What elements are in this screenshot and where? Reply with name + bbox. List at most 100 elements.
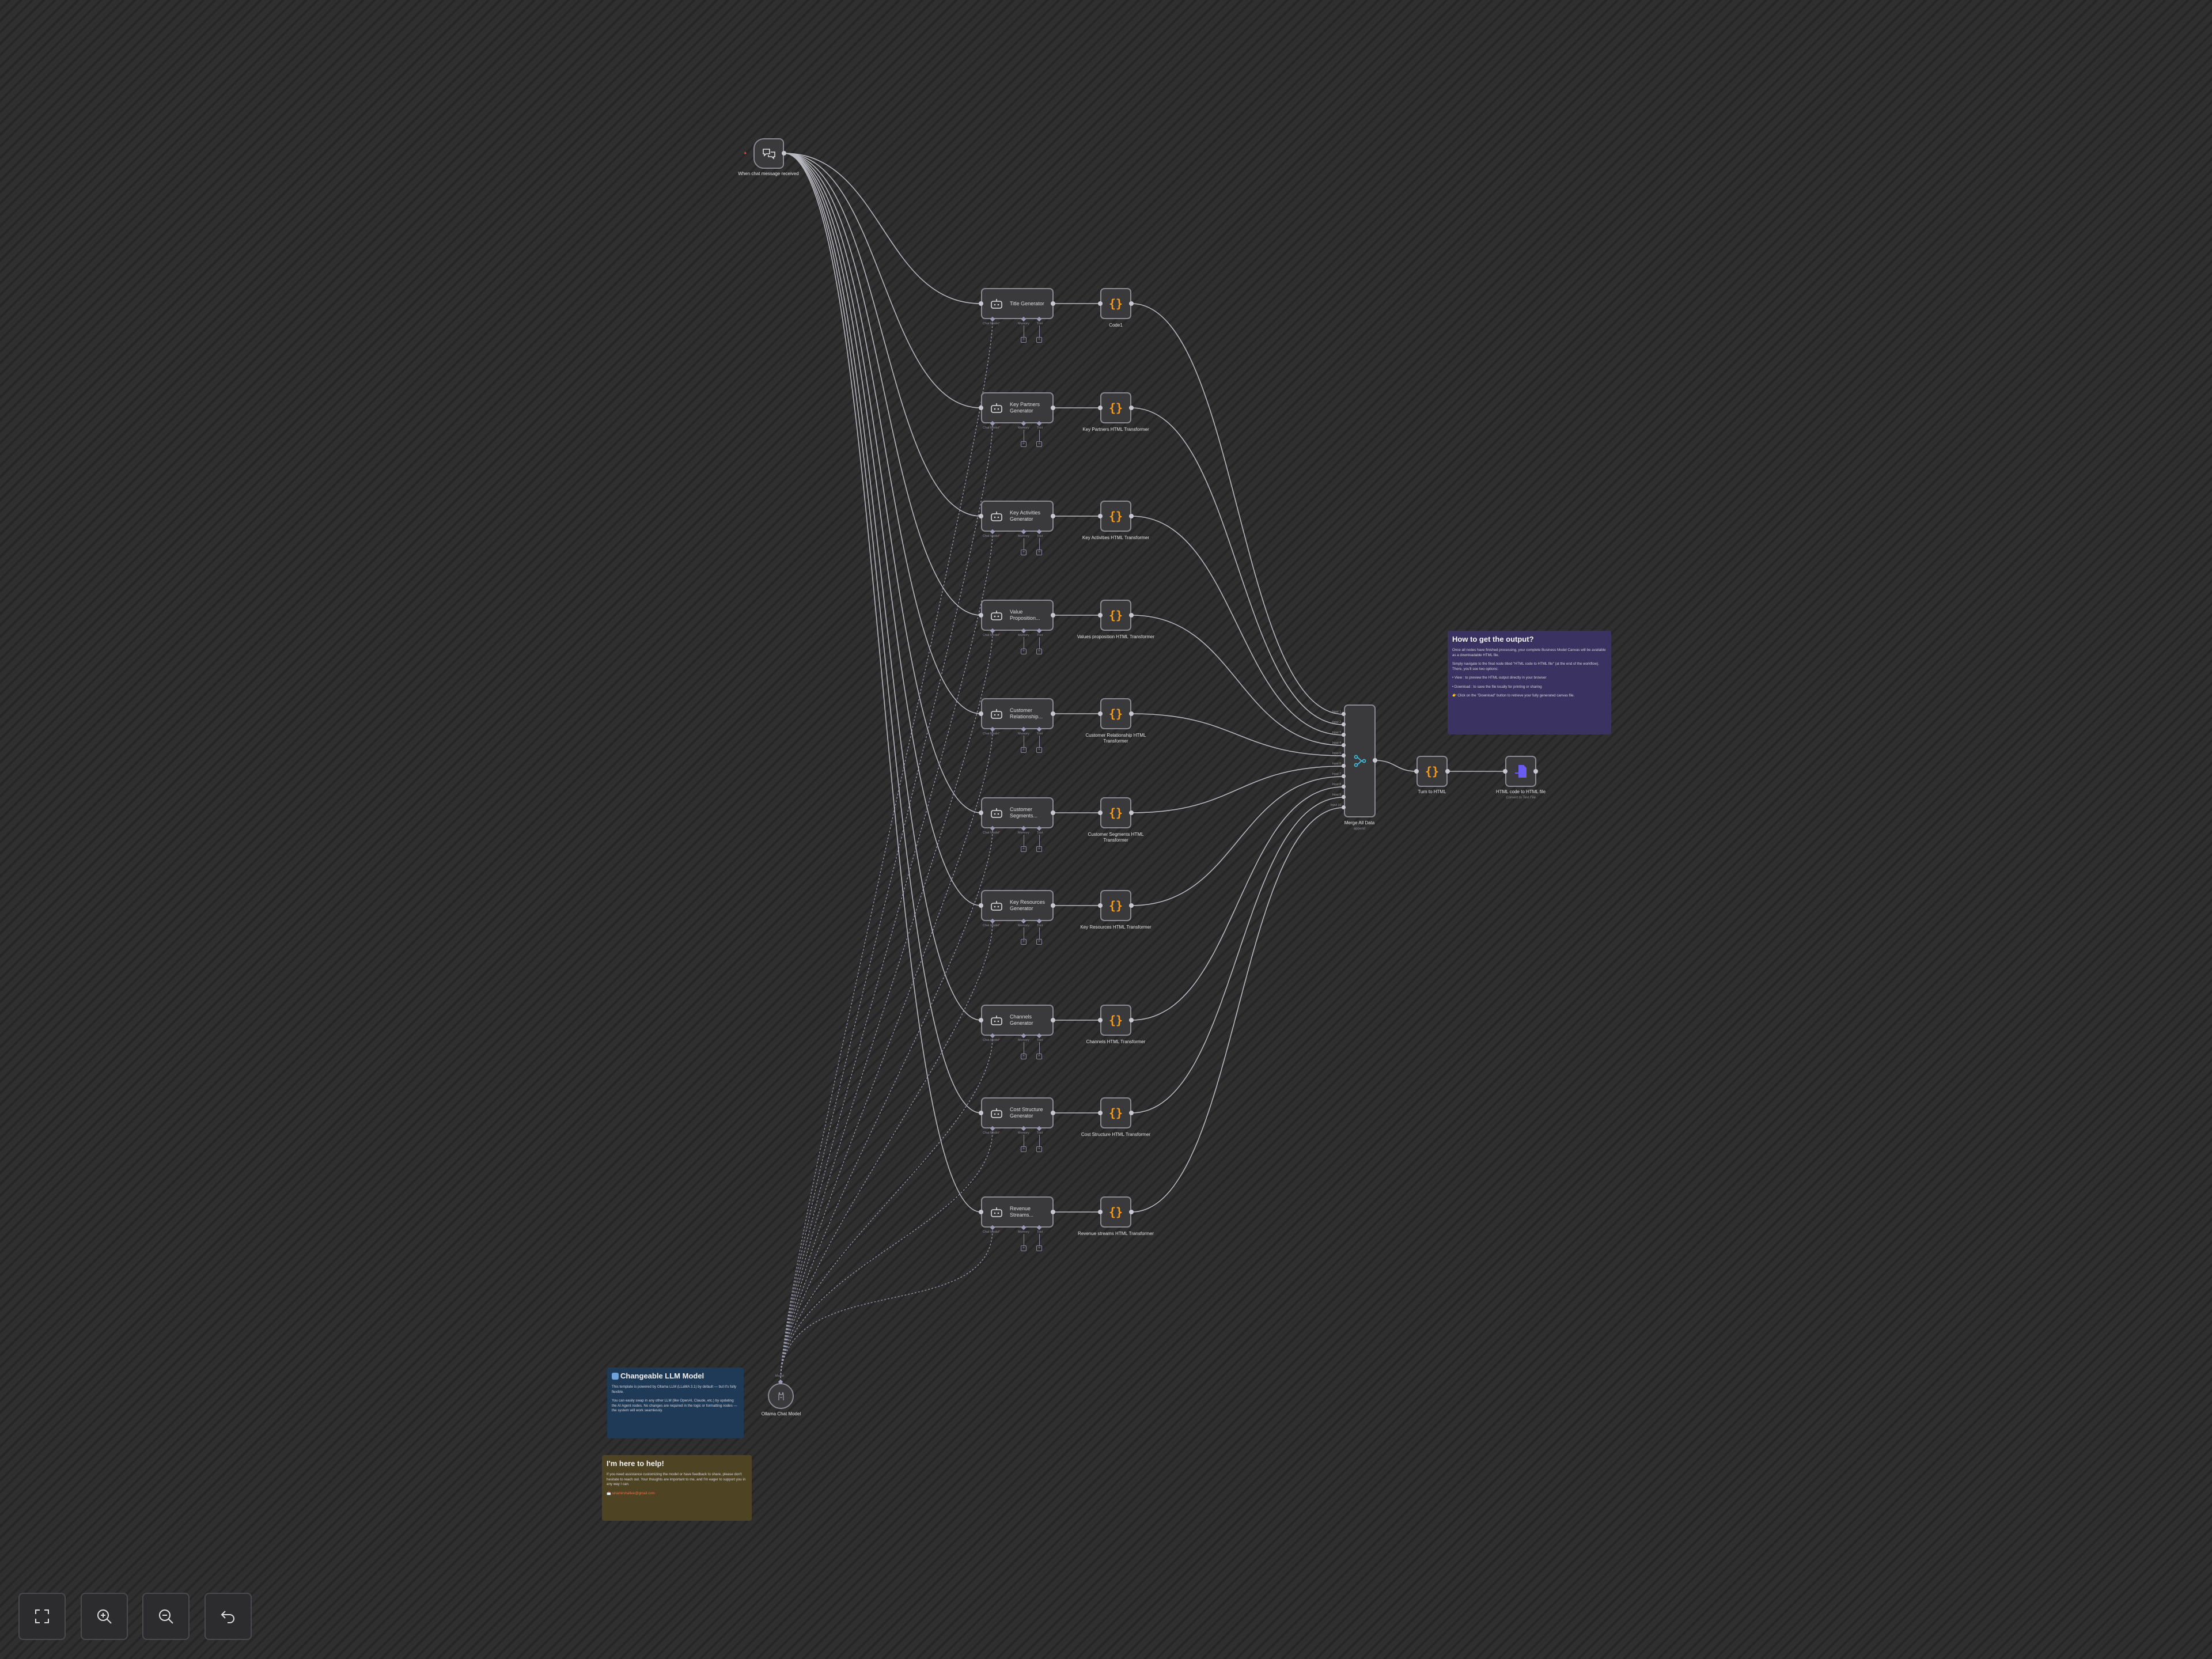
merge-input-port[interactable] <box>1342 712 1346 716</box>
merge-output-port[interactable] <box>1373 758 1377 763</box>
agent-input-port[interactable] <box>979 1018 983 1022</box>
merge-input-port[interactable] <box>1342 743 1346 747</box>
help-note[interactable]: I'm here to help! If you need assistance… <box>602 1455 752 1521</box>
edge-trigger-to-agent[interactable] <box>783 153 982 1213</box>
agent-output-port[interactable] <box>1051 903 1055 908</box>
undo-button[interactable] <box>204 1593 252 1640</box>
html-file-output-port[interactable] <box>1533 769 1538 774</box>
edge-model-to-agent[interactable] <box>780 1228 993 1382</box>
agent-input-port[interactable] <box>979 301 983 306</box>
agent-input-port[interactable] <box>979 1111 983 1115</box>
transformer-input-port[interactable] <box>1098 903 1103 908</box>
turn-to-html-input-port[interactable] <box>1414 769 1419 774</box>
agent-input-port[interactable] <box>979 514 983 518</box>
ai-agent-node[interactable]: Key Resources Generator <box>981 890 1054 921</box>
edge-model-to-agent[interactable] <box>780 829 993 1382</box>
turn-to-html-output-port[interactable] <box>1445 769 1450 774</box>
html-transformer-node[interactable]: {} <box>1100 501 1131 532</box>
agent-input-port[interactable] <box>979 810 983 815</box>
add-tool-button[interactable]: + <box>1036 1054 1042 1059</box>
edge-trigger-to-agent[interactable] <box>783 153 982 813</box>
add-tool-button[interactable]: + <box>1036 441 1042 447</box>
agent-output-port[interactable] <box>1051 613 1055 618</box>
transformer-input-port[interactable] <box>1098 810 1103 815</box>
transformer-input-port[interactable] <box>1098 711 1103 716</box>
html-transformer-node[interactable]: {} <box>1100 288 1131 319</box>
add-memory-button[interactable]: + <box>1021 747 1027 753</box>
merge-input-port[interactable] <box>1342 753 1346 757</box>
ai-agent-node[interactable]: Title Generator <box>981 288 1054 319</box>
add-tool-button[interactable]: + <box>1036 337 1042 343</box>
transformer-output-port[interactable] <box>1129 1018 1134 1022</box>
output-instructions-note[interactable]: How to get the output? Once all nodes ha… <box>1448 631 1611 734</box>
fit-view-button[interactable] <box>18 1593 66 1640</box>
agent-output-port[interactable] <box>1051 711 1055 716</box>
agent-input-port[interactable] <box>979 903 983 908</box>
edge-trigger-to-agent[interactable] <box>783 153 982 304</box>
edge-transformer-to-merge[interactable] <box>1131 303 1344 715</box>
add-tool-button[interactable]: + <box>1036 939 1042 945</box>
llm-model-note[interactable]: Changeable LLM Model This template is po… <box>607 1368 744 1438</box>
edge-model-to-agent[interactable] <box>780 922 993 1382</box>
edge-trigger-to-agent[interactable] <box>783 153 982 1021</box>
html-file-node[interactable] <box>1505 756 1536 787</box>
add-memory-button[interactable]: + <box>1021 337 1027 343</box>
add-memory-button[interactable]: + <box>1021 1245 1027 1251</box>
edge-model-to-agent[interactable] <box>780 1036 993 1382</box>
transformer-output-port[interactable] <box>1129 514 1134 518</box>
ai-agent-node[interactable]: Value Proposition... <box>981 600 1054 631</box>
edge-transformer-to-merge[interactable] <box>1131 766 1344 813</box>
ai-agent-node[interactable]: Revenue Streams... <box>981 1196 1054 1228</box>
ai-agent-node[interactable]: Key Partners Generator <box>981 392 1054 423</box>
transformer-input-port[interactable] <box>1098 514 1103 518</box>
ai-agent-node[interactable]: Channels Generator <box>981 1005 1054 1036</box>
agent-output-port[interactable] <box>1051 301 1055 306</box>
transformer-output-port[interactable] <box>1129 1210 1134 1214</box>
edge-model-to-agent[interactable] <box>780 730 993 1382</box>
edge-transformer-to-merge[interactable] <box>1131 797 1344 1113</box>
transformer-output-port[interactable] <box>1129 903 1134 908</box>
merge-node[interactable] <box>1344 704 1376 817</box>
edge-model-to-agent[interactable] <box>780 1129 993 1382</box>
transformer-input-port[interactable] <box>1098 301 1103 306</box>
ai-agent-node[interactable]: Cost Structure Generator <box>981 1097 1054 1128</box>
html-transformer-node[interactable]: {} <box>1100 890 1131 921</box>
merge-input-port[interactable] <box>1342 785 1346 789</box>
transformer-output-port[interactable] <box>1129 406 1134 410</box>
edge-model-to-agent[interactable] <box>780 532 993 1382</box>
edge-transformer-to-merge[interactable] <box>1131 807 1344 1213</box>
agent-output-port[interactable] <box>1051 1111 1055 1115</box>
agent-input-port[interactable] <box>979 406 983 410</box>
edge-trigger-to-agent[interactable] <box>783 153 982 616</box>
agent-output-port[interactable] <box>1051 810 1055 815</box>
edge-transformer-to-merge[interactable] <box>1131 516 1344 736</box>
add-memory-button[interactable]: + <box>1021 939 1027 945</box>
merge-input-port[interactable] <box>1342 764 1346 768</box>
zoom-in-button[interactable] <box>81 1593 128 1640</box>
html-transformer-node[interactable]: {} <box>1100 698 1131 729</box>
add-memory-button[interactable]: + <box>1021 846 1027 852</box>
edge-transformer-to-merge[interactable] <box>1131 713 1344 756</box>
add-memory-button[interactable]: + <box>1021 441 1027 447</box>
merge-input-port[interactable] <box>1342 805 1346 809</box>
html-transformer-node[interactable]: {} <box>1100 1005 1131 1036</box>
transformer-input-port[interactable] <box>1098 1111 1103 1115</box>
edge-model-to-agent[interactable] <box>780 424 993 1382</box>
merge-input-port[interactable] <box>1342 733 1346 737</box>
html-transformer-node[interactable]: {} <box>1100 797 1131 828</box>
chat-trigger-node[interactable] <box>753 138 784 169</box>
add-tool-button[interactable]: + <box>1036 1245 1042 1251</box>
add-tool-button[interactable]: + <box>1036 1146 1042 1152</box>
edge-trigger-to-agent[interactable] <box>783 153 982 1113</box>
edge-trigger-to-agent[interactable] <box>783 153 982 906</box>
edge-transformer-to-merge[interactable] <box>1131 615 1344 746</box>
add-memory-button[interactable]: + <box>1021 550 1027 555</box>
html-file-input-port[interactable] <box>1503 769 1508 774</box>
agent-output-port[interactable] <box>1051 1210 1055 1214</box>
html-transformer-node[interactable]: {} <box>1100 392 1131 423</box>
transformer-output-port[interactable] <box>1129 810 1134 815</box>
merge-input-port[interactable] <box>1342 774 1346 778</box>
agent-input-port[interactable] <box>979 613 983 618</box>
edge-model-to-agent[interactable] <box>780 320 993 1382</box>
ai-agent-node[interactable]: Customer Relationship... <box>981 698 1054 729</box>
